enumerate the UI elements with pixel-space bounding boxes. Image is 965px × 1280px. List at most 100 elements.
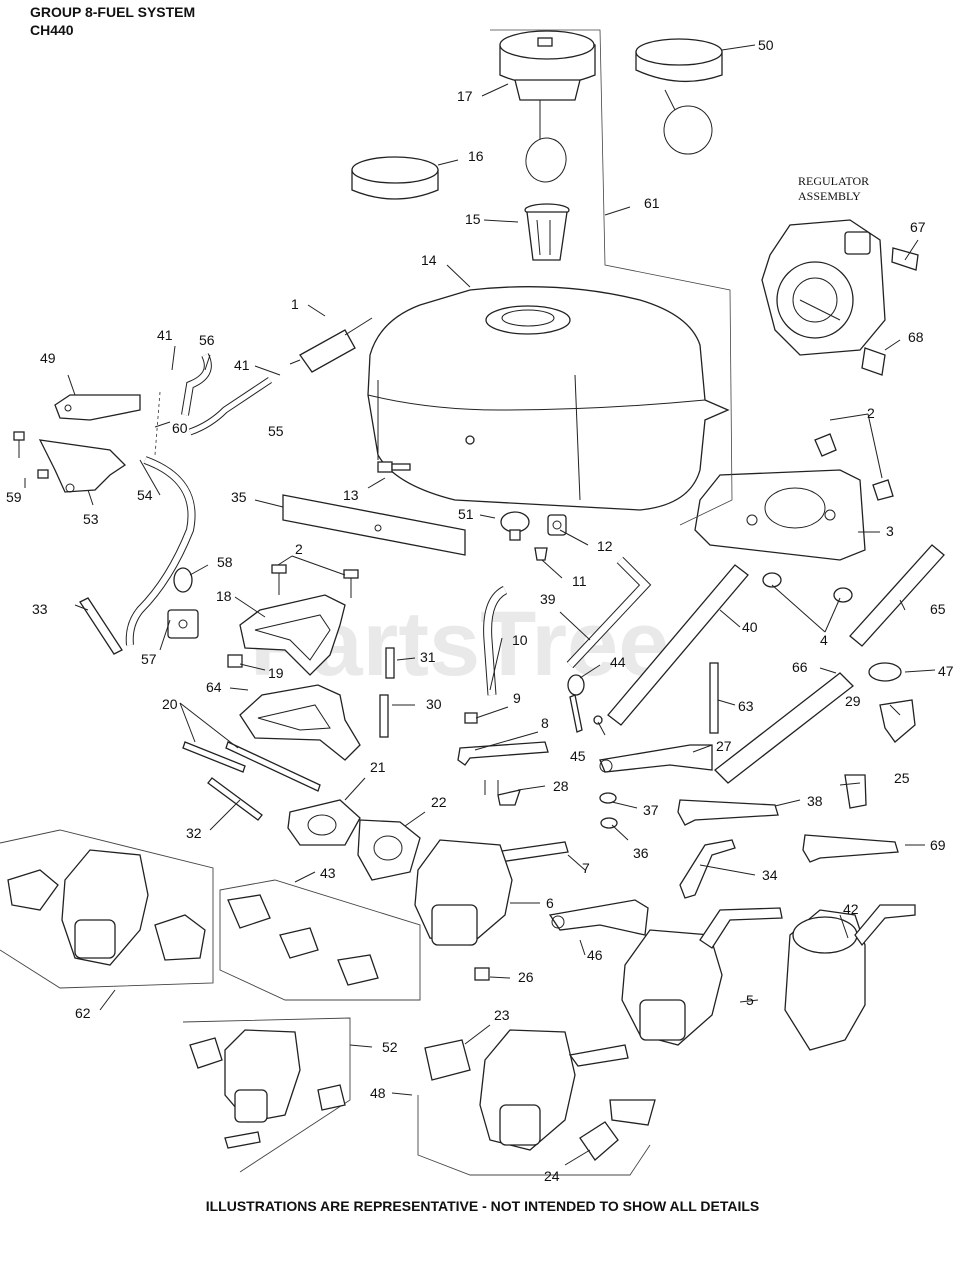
fuel-line-55 <box>188 377 272 436</box>
screw-59 <box>13 431 49 479</box>
screw-13 <box>377 461 411 473</box>
callout-26: 26 <box>518 969 534 985</box>
callout-58: 58 <box>217 554 233 570</box>
callout-69: 69 <box>930 837 946 853</box>
leader-lines <box>24 44 936 1166</box>
callout-29: 29 <box>845 693 861 709</box>
callout-67: 67 <box>910 219 926 235</box>
gasket-kit-43 <box>219 879 421 1001</box>
callout-59: 59 <box>6 489 22 505</box>
link-63 <box>709 662 719 734</box>
callout-23: 23 <box>494 1007 510 1023</box>
callout-38: 38 <box>807 793 823 809</box>
callout-21: 21 <box>370 759 386 775</box>
callout-20: 20 <box>162 696 178 712</box>
callout-22: 22 <box>431 794 447 810</box>
callout-61: 61 <box>644 195 660 211</box>
fuel-filter-1 <box>289 317 373 373</box>
spacer-22 <box>357 819 421 881</box>
lever-46 <box>548 899 649 936</box>
callout-42: 42 <box>843 901 859 917</box>
stud-32 <box>207 777 263 821</box>
callout-48: 48 <box>370 1085 386 1101</box>
carburetor-kit-52 <box>182 1017 351 1173</box>
callout-46: 46 <box>587 947 603 963</box>
callout-63: 63 <box>738 698 754 714</box>
callout-25: 25 <box>894 770 910 786</box>
screws-28 <box>484 780 521 806</box>
callout-47: 47 <box>938 663 954 679</box>
carburetor-kit-48 <box>417 1029 656 1176</box>
fuel-cap-16 <box>351 156 439 200</box>
lever-7 <box>494 841 569 863</box>
fittings-2 <box>814 433 894 501</box>
callout-49: 49 <box>40 350 56 366</box>
tube-33 <box>79 597 123 655</box>
callout-10: 10 <box>512 632 528 648</box>
washers-4 <box>762 572 853 603</box>
gasket-21 <box>287 799 361 846</box>
callout-56: 56 <box>199 332 215 348</box>
callout-28: 28 <box>553 778 569 794</box>
callout-2-lower: 2 <box>295 541 303 557</box>
gasket-18 <box>239 594 346 676</box>
callout-7: 7 <box>582 860 590 876</box>
callout-37: 37 <box>643 802 659 818</box>
pin-30 <box>379 694 389 738</box>
callout-41-lower: 41 <box>234 357 250 373</box>
callout-52: 52 <box>382 1039 398 1055</box>
fitting-68 <box>861 347 886 376</box>
callout-45: 45 <box>570 748 586 764</box>
callout-18: 18 <box>216 588 232 604</box>
callout-numbers: 1 2 2 3 4 5 6 7 8 9 10 11 12 13 14 15 16… <box>6 37 954 1184</box>
lever-69 <box>802 834 899 863</box>
heat-shield-35 <box>282 494 466 556</box>
callout-9: 9 <box>513 690 521 706</box>
callout-15: 15 <box>465 211 481 227</box>
nut-19 <box>227 654 243 668</box>
callout-24: 24 <box>544 1168 560 1184</box>
fuel-tank-14 <box>367 286 730 511</box>
fuel-cap-17 <box>499 30 596 183</box>
clamp-58 <box>173 567 193 593</box>
callout-31: 31 <box>420 649 436 665</box>
callout-57: 57 <box>141 651 157 667</box>
valve-25 <box>844 774 867 809</box>
lever-38 <box>677 799 779 826</box>
model-number: CH440 <box>30 22 74 38</box>
callout-40: 40 <box>742 619 758 635</box>
callout-3: 3 <box>886 523 894 539</box>
callout-4: 4 <box>820 632 828 648</box>
callout-19: 19 <box>268 665 284 681</box>
callout-65: 65 <box>930 601 946 617</box>
lever-34 <box>679 839 736 899</box>
callout-43: 43 <box>320 865 336 881</box>
shutoff-valve-57 <box>167 609 199 639</box>
callout-64: 64 <box>206 679 222 695</box>
lever-8 <box>457 741 549 766</box>
callout-16: 16 <box>468 148 484 164</box>
mounting-plate-3 <box>694 469 866 561</box>
regulator-label-2: ASSEMBLY <box>798 189 861 203</box>
hose-56 <box>181 353 212 416</box>
callout-50: 50 <box>758 37 774 53</box>
callout-6: 6 <box>546 895 554 911</box>
callout-11: 11 <box>572 573 587 589</box>
callout-68: 68 <box>908 329 924 345</box>
gasket-64 <box>239 684 361 761</box>
callout-41-upper: 41 <box>157 327 173 343</box>
callout-60: 60 <box>172 420 188 436</box>
washer-37 <box>599 792 617 804</box>
fitting-67 <box>891 247 919 271</box>
callout-53: 53 <box>83 511 99 527</box>
regulator-assembly <box>761 219 886 356</box>
hose-40 <box>607 564 749 726</box>
drain-29 <box>879 699 916 743</box>
carburetor-42 <box>784 904 916 1051</box>
bolts-2 <box>271 564 359 598</box>
fuel-line-54 <box>125 456 196 646</box>
studs-20 <box>182 741 321 792</box>
callout-35: 35 <box>231 489 247 505</box>
callout-62: 62 <box>75 1005 91 1021</box>
